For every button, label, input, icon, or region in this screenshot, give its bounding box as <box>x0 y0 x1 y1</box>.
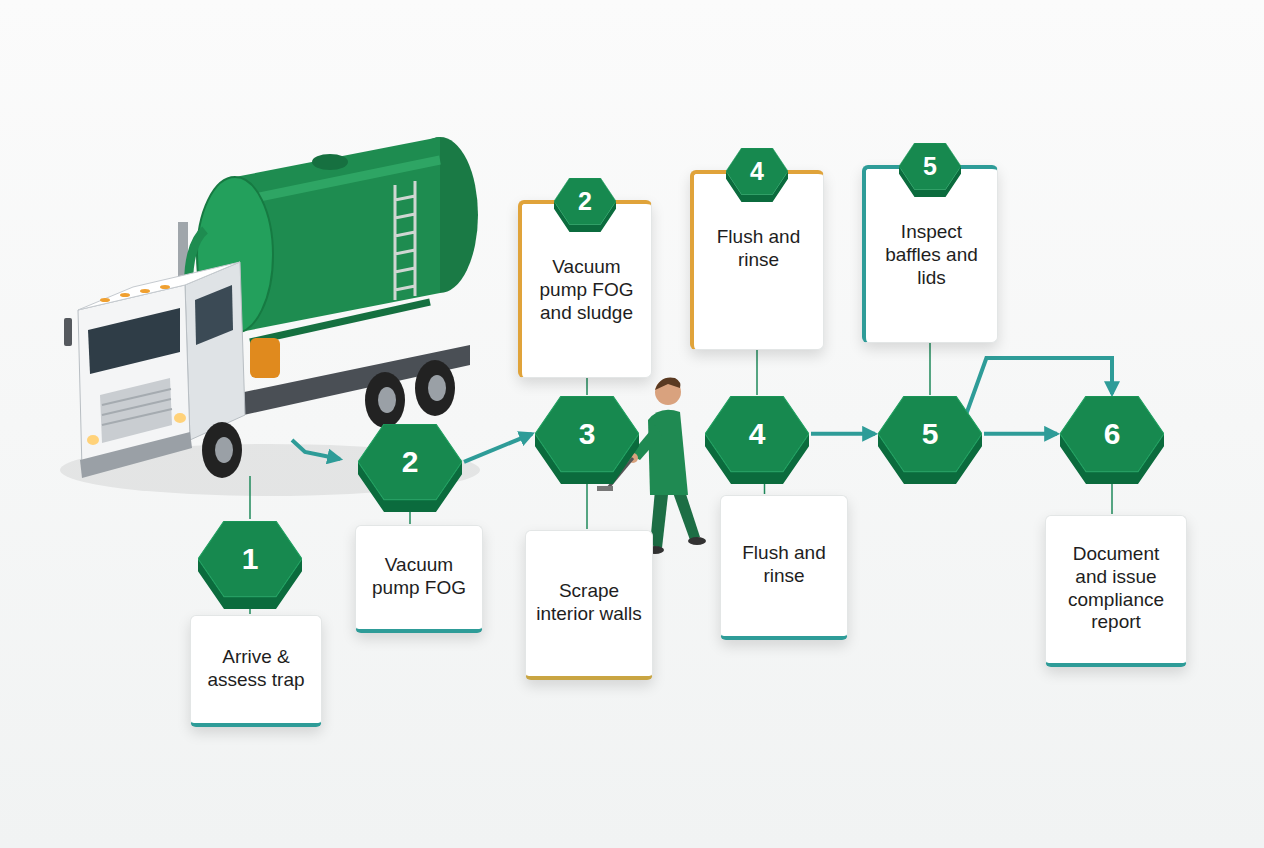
step-card: Vacuum pump FOG and sludge2 <box>518 200 652 378</box>
step-number: 4 <box>705 396 809 472</box>
step-badge: 4 <box>726 148 788 202</box>
leader-line <box>586 378 588 395</box>
leader-line <box>409 512 411 524</box>
flow-arrow <box>292 440 340 459</box>
leader-line <box>756 350 758 395</box>
step-hexagon: 4 <box>705 396 809 484</box>
step-card: Arrive & assess trap <box>190 615 322 727</box>
leader-line <box>1111 484 1113 514</box>
leader-line <box>764 484 766 494</box>
step-badge: 5 <box>899 143 961 197</box>
step-label: Scrape interior walls <box>536 580 642 626</box>
leader-line <box>929 343 931 395</box>
step-card: Flush and rinse4 <box>690 170 824 350</box>
step-label: Arrive & assess trap <box>201 646 311 692</box>
step-badge: 2 <box>554 178 616 232</box>
step-hexagon: 5 <box>878 396 982 484</box>
step-hexagon: 6 <box>1060 396 1164 484</box>
flow-arrow <box>984 432 1057 436</box>
step-hexagon: 2 <box>358 424 462 512</box>
step-number: 1 <box>198 521 302 597</box>
leader-line <box>249 609 251 614</box>
step-label: Flush and rinse <box>731 542 837 588</box>
step-label: Inspect baffles and lids <box>876 221 987 289</box>
flow-arrow <box>811 432 875 436</box>
step-number: 2 <box>358 424 462 500</box>
step-number: 5 <box>878 396 982 472</box>
step-card: Inspect baffles and lids5 <box>862 165 998 343</box>
step-card: Document and issue compliance report <box>1045 515 1187 667</box>
step-number: 3 <box>535 396 639 472</box>
step-card: Scrape interior walls <box>525 530 653 680</box>
step-label: Vacuum pump FOG and sludge <box>532 256 641 324</box>
step-label: Vacuum pump FOG <box>366 554 472 600</box>
step-hexagon: 1 <box>198 521 302 609</box>
step-number: 5 <box>899 143 961 189</box>
step-card: Flush and rinse <box>720 495 848 640</box>
leader-line <box>249 476 251 519</box>
step-card: Vacuum pump FOG <box>355 525 483 633</box>
step-label: Flush and rinse <box>704 226 813 272</box>
step-number: 4 <box>726 148 788 194</box>
step-label: Document and issue compliance report <box>1056 543 1176 634</box>
flow-arrow <box>464 434 532 462</box>
step-number: 6 <box>1060 396 1164 472</box>
step-number: 2 <box>554 178 616 224</box>
step-hexagon: 3 <box>535 396 639 484</box>
leader-line <box>586 484 588 529</box>
